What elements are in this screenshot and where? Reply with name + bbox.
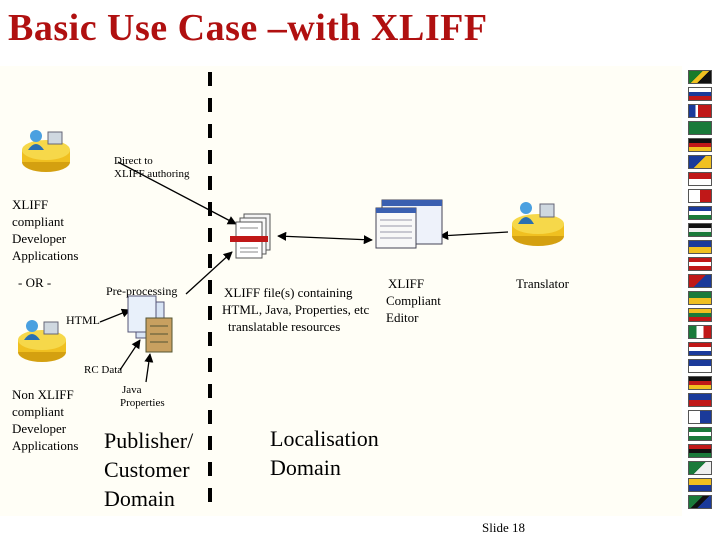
java-properties-label: Java Properties: [120, 384, 165, 410]
xliff-developer-line3: Developer: [12, 231, 67, 246]
arrow-direct-authoring: [117, 161, 237, 225]
translator-label: Translator: [516, 276, 569, 291]
non-xliff-developer-line1: Non XLIFF: [12, 387, 74, 402]
xliff-editor-line3: Editor: [386, 310, 419, 325]
xliff-developer-label: XLIFF compliant Developer Applications: [12, 196, 78, 264]
publisher-domain-line1: Publisher/: [104, 428, 194, 453]
flag-icon: [688, 427, 712, 441]
flag-icon: [688, 189, 712, 203]
xliff-editor-label: XLIFF Compliant Editor: [386, 275, 441, 326]
flag-icon: [688, 257, 712, 271]
java-properties-line1: Java: [122, 384, 142, 396]
flag-icon: [688, 444, 712, 458]
flag-icon: [688, 70, 712, 84]
java-properties-line2: Properties: [120, 397, 165, 409]
arrow-rc-data: [119, 339, 141, 371]
or-label: - OR -: [18, 275, 52, 290]
flag-icon: [688, 393, 712, 407]
flag-icon: [688, 104, 712, 118]
flag-icon: [688, 308, 712, 322]
flag-icon: [688, 478, 712, 492]
arrow-preprocessing: [185, 251, 233, 295]
xliff-developer-line1: XLIFF: [12, 197, 49, 212]
preprocessing-documents-icon: [127, 295, 173, 353]
publisher-domain-line2: Customer: [104, 457, 190, 482]
arrow-java-props: [144, 353, 154, 383]
flag-icon: [688, 410, 712, 424]
xliff-developer-line2: compliant: [12, 214, 64, 229]
non-xliff-developer-label: Non XLIFF compliant Developer Applicatio…: [12, 386, 78, 454]
arrow-html: [99, 308, 131, 323]
flag-icon: [688, 461, 712, 475]
arrow-to-translator: [439, 230, 509, 241]
non-xliff-developer-line3: Developer: [12, 421, 67, 436]
xliff-document-icon: [230, 213, 271, 259]
arrow-to-editor: [277, 231, 373, 245]
publisher-domain-label: Publisher/ Customer Domain: [104, 426, 193, 513]
flag-icon: [688, 274, 712, 288]
xliff-files-line2: HTML, Java, Properties, etc: [222, 302, 370, 317]
direct-authoring-line1: Direct to: [114, 155, 153, 167]
flag-icon: [688, 206, 712, 220]
developer-user-icon: [22, 130, 70, 172]
slide-title: Basic Use Case –with XLIFF: [8, 7, 488, 49]
flag-icon: [688, 155, 712, 169]
flag-icon: [688, 495, 712, 509]
direct-authoring-label: Direct to XLIFF authoring: [114, 155, 189, 181]
xliff-developer-line4: Applications: [12, 248, 79, 263]
html-label: HTML: [66, 313, 100, 327]
xliff-editor-window-icon: [375, 199, 443, 249]
flag-icon: [688, 223, 712, 237]
flag-icon: [688, 87, 712, 101]
xliff-editor-line2: Compliant: [386, 293, 441, 308]
localisation-domain-label: Localisation Domain: [270, 424, 379, 482]
flag-icon: [688, 342, 712, 356]
xliff-files-line3: translatable resources: [228, 319, 341, 334]
preprocessing-label: Pre-processing: [106, 284, 178, 298]
flag-icon: [688, 376, 712, 390]
flag-strip: [686, 70, 714, 518]
flag-icon: [688, 359, 712, 373]
xliff-files-line1: XLIFF file(s) containing: [224, 285, 353, 300]
diagram-panel: [0, 66, 682, 516]
publisher-domain-line3: Domain: [104, 486, 175, 511]
slide-number: Slide 18: [482, 520, 525, 535]
rc-data-label: RC Data: [84, 364, 123, 376]
flag-icon: [688, 172, 712, 186]
flag-icon: [688, 240, 712, 254]
flag-icon: [688, 325, 712, 339]
non-xliff-user-icon: [18, 320, 66, 362]
non-xliff-developer-line2: compliant: [12, 404, 64, 419]
direct-authoring-line2: XLIFF authoring: [114, 168, 190, 180]
flag-icon: [688, 121, 712, 135]
flag-icon: [688, 291, 712, 305]
flag-icon: [688, 138, 712, 152]
localisation-domain-line2: Domain: [270, 455, 341, 480]
non-xliff-developer-line4: Applications: [12, 438, 79, 453]
translator-user-icon: [512, 202, 564, 246]
xliff-files-label: XLIFF file(s) containing HTML, Java, Pro…: [222, 284, 369, 335]
xliff-editor-line1: XLIFF: [388, 276, 425, 291]
localisation-domain-line1: Localisation: [270, 426, 379, 451]
